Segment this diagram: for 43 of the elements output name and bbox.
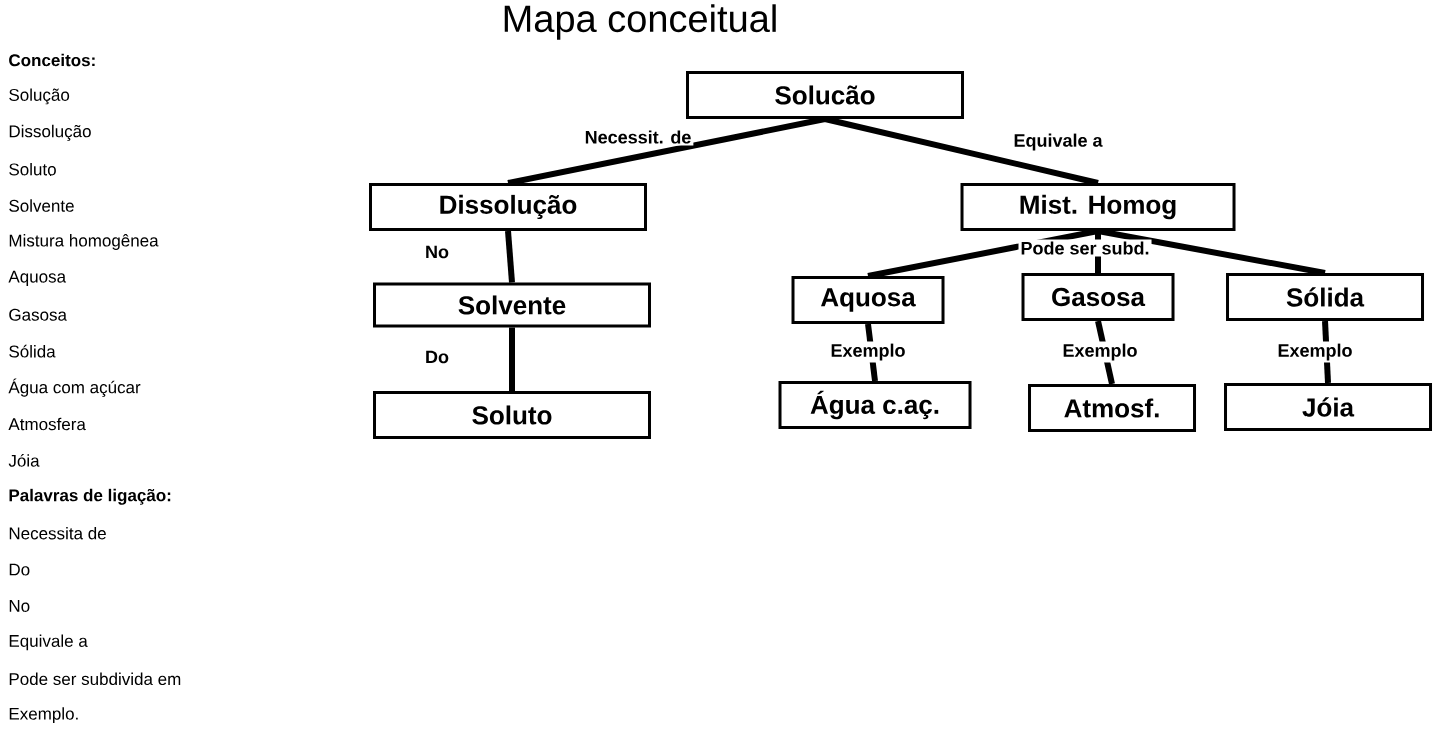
concept-box: Atmosf. [1028,384,1196,432]
concept-box: Dissolução [369,183,647,231]
concept-box: Gasosa [1021,273,1175,321]
list-item: Do [9,563,30,576]
list-item: Água com açúcar [8,378,141,397]
title: Mapa conceitual [504,4,776,40]
connector-line [507,116,826,186]
connector-line [509,327,515,391]
list-item: Aquosa [8,270,67,286]
list-item: Exemplo. [9,707,78,724]
list-item: Solvente [9,199,74,212]
edge-label: Equivale a [1014,133,1103,151]
list-item: Soluto [9,162,56,176]
list-item: Atmosfera [8,417,86,431]
edge-label: Pode ser subd. [1021,241,1149,255]
concept-box: Aquosa [791,276,945,324]
edge-label: Necessit. de [585,130,691,144]
list-item: Dissolução [9,124,91,141]
list-item: Equivale a [9,634,88,651]
concept-box: Soluto [373,391,651,439]
edge-label: Exemplo [1063,343,1137,361]
list-item: No [9,600,30,612]
concept-box: Mist. Homog [960,183,1236,231]
edge-label: No [426,245,449,259]
concept-box: Solucão [686,71,964,119]
connector-line [505,230,515,283]
concept-box: Solvente [373,282,651,328]
list-item: Mistura homogênea [9,234,159,250]
concept-box: Jóia [1224,383,1432,431]
list-item: Sólida [9,344,56,358]
list-heading: Palavras de ligação: [9,488,171,505]
list-item: Necessita de [9,526,106,540]
list-item: Solução [9,88,70,105]
edge-label: Exemplo [1278,343,1352,361]
edge-label: Do [426,350,449,364]
list-item: Pode ser subdivida em [9,672,181,686]
list-item: Jóia [8,454,40,467]
concept-box: Água c.aç. [778,381,972,429]
connector-line [824,116,1099,186]
concept-box: Sólida [1226,273,1424,321]
list-item: Gasosa [9,308,67,321]
list-heading: Conceitos: [9,53,95,67]
edge-label: Exemplo [831,343,905,361]
